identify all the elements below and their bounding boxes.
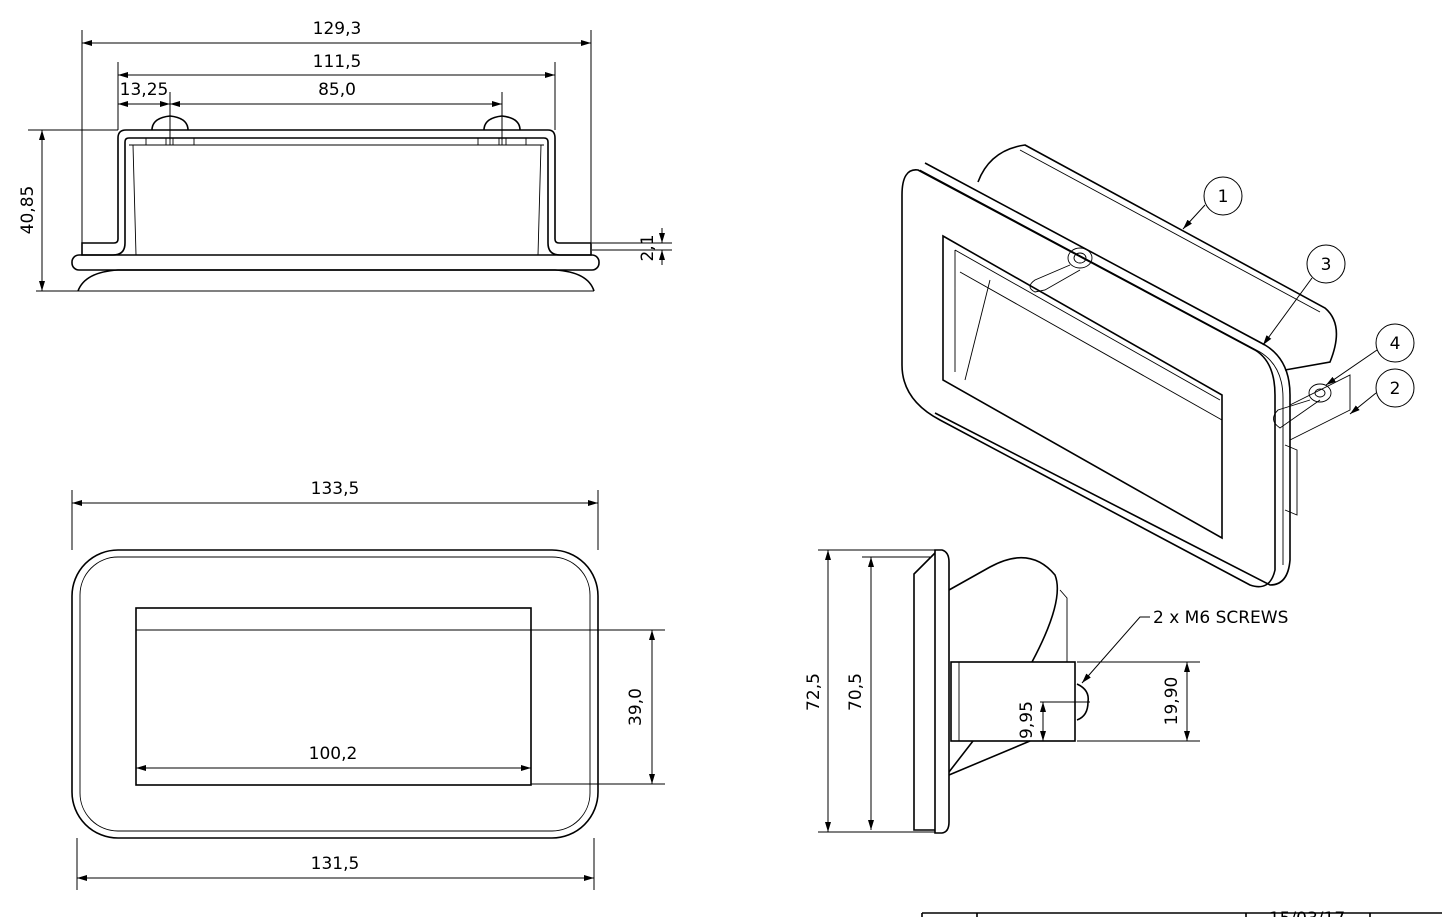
balloon-3: 3 [1262, 244, 1346, 346]
balloon-1: 1 [1182, 176, 1243, 230]
dim-inner-height: 70,5 [846, 673, 866, 711]
screws-note: 2 x M6 SCREWS [1153, 608, 1288, 628]
dim-bracket-width: 111,5 [313, 52, 362, 72]
top-view: 129,3 111,5 13,25 85,0 40,85 2,1 [18, 19, 672, 292]
title-block-date: 15/03/17 [1269, 909, 1345, 917]
svg-text:4: 4 [1390, 334, 1401, 354]
dim-box-height: 19,90 [1162, 677, 1182, 726]
side-view: 72,5 70,5 19,90 9,95 2 x M6 SCREWS [804, 549, 1288, 834]
top-view-dimensions: 129,3 111,5 13,25 85,0 40,85 2,1 [18, 19, 672, 292]
dim-flange-thickness: 2,1 [638, 234, 658, 261]
dim-outer-width: 133,5 [311, 479, 360, 499]
dim-screw-height: 9,95 [1017, 701, 1037, 739]
isometric-view: 1 3 4 2 [901, 144, 1415, 588]
balloon-4: 4 [1325, 323, 1415, 386]
dim-window-height: 39,0 [626, 688, 646, 726]
svg-text:1: 1 [1218, 187, 1229, 207]
top-view-outline [71, 115, 600, 292]
title-block: 15/03/17 [921, 909, 1442, 917]
screw-heads [151, 115, 521, 131]
dim-screw-spacing: 85,0 [318, 80, 356, 100]
svg-text:2: 2 [1390, 379, 1401, 399]
dim-screw-offset: 13,25 [120, 80, 169, 100]
dim-bottom-width: 131,5 [311, 854, 360, 874]
balloon-2: 2 [1349, 368, 1415, 415]
dim-window-width: 100,2 [309, 744, 358, 764]
front-view: 133,5 100,2 39,0 131,5 [71, 479, 665, 890]
dim-outer-height: 72,5 [804, 673, 824, 711]
svg-text:3: 3 [1321, 255, 1332, 275]
dim-overall-width: 129,3 [313, 19, 362, 39]
dim-height: 40,85 [18, 186, 38, 235]
